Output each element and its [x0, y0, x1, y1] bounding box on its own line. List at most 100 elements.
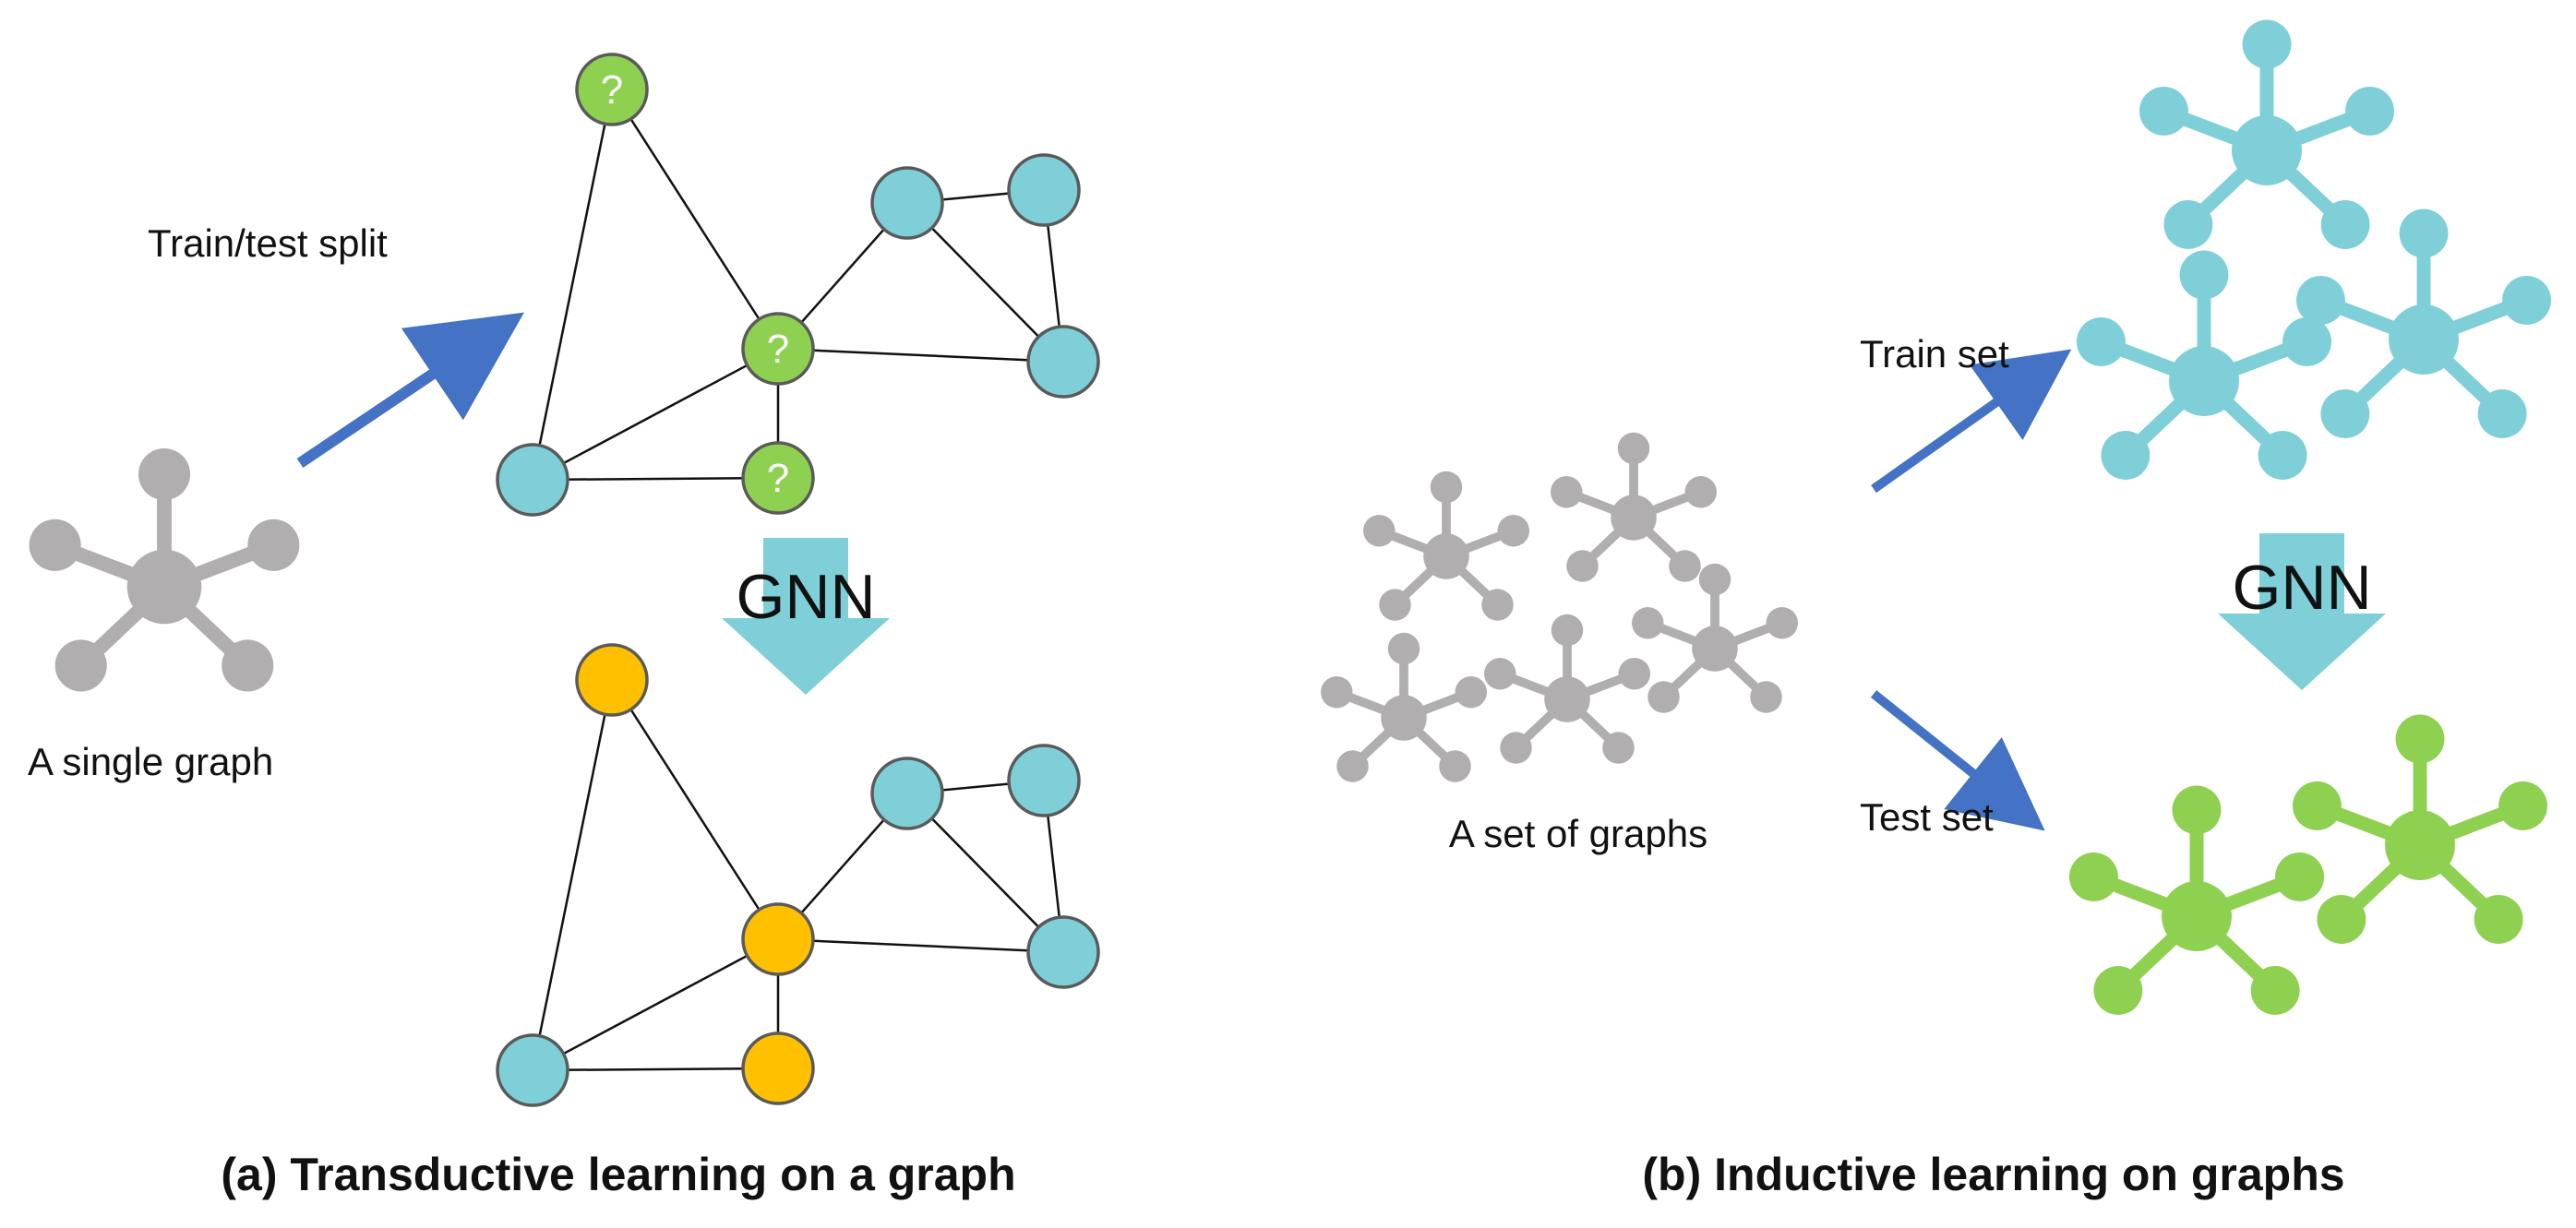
leaf-node	[1500, 732, 1532, 764]
leaf-node	[1618, 658, 1650, 690]
graph-edge	[777, 347, 1064, 364]
gnn-label-b: GNN	[2232, 553, 2371, 623]
leaf-node	[1551, 614, 1584, 647]
caption-b: (b) Inductive learning on graphs	[1642, 1149, 2344, 1200]
test-graph	[2069, 785, 2324, 1015]
test-set-label: Test set	[1860, 795, 1994, 839]
known-node	[870, 166, 944, 240]
hub-node	[1611, 495, 1657, 541]
hub-node	[2389, 304, 2459, 375]
leaf-node	[1497, 515, 1529, 547]
leaf-node	[1551, 476, 1583, 508]
leaf-node	[2077, 317, 2126, 366]
hub-node	[2162, 881, 2232, 951]
predicted-node	[575, 643, 649, 717]
graph-edge	[610, 89, 780, 350]
unknown-node	[741, 441, 815, 515]
test-graph	[2293, 714, 2547, 944]
train-test-split-arrow	[296, 312, 524, 468]
leaf-node	[2258, 431, 2307, 480]
gnn-arrow-a	[722, 538, 890, 695]
hub-node	[2385, 810, 2455, 880]
predicted-node	[741, 902, 815, 976]
leaf-node	[1363, 515, 1396, 547]
leaf-node	[1430, 471, 1463, 504]
gnn-arrow-b	[2218, 533, 2386, 690]
hub-node	[1544, 676, 1590, 722]
leaf-node	[2293, 781, 2342, 830]
graph-edge	[610, 679, 780, 940]
leaf-node	[54, 639, 107, 692]
train-graph	[2077, 250, 2331, 480]
single-graph-label: A single graph	[28, 740, 273, 783]
leaf-node	[2502, 276, 2551, 325]
graph-edge	[906, 793, 1064, 953]
leaf-node	[2139, 87, 2188, 136]
leaf-node	[2275, 852, 2324, 901]
unknown-node	[741, 312, 815, 386]
leaf-node	[2250, 966, 2300, 1015]
gnn-label-a: GNN	[736, 562, 875, 632]
train-set-label: Train set	[1860, 332, 2009, 376]
set-graph	[1551, 432, 1717, 582]
question-mark: ?	[601, 67, 623, 113]
train-graphs	[2077, 19, 2551, 480]
set-graph	[1321, 632, 1487, 782]
leaf-node	[1321, 676, 1353, 709]
leaf-node	[2093, 966, 2143, 1015]
leaf-node	[1484, 658, 1516, 690]
leaf-node	[2320, 389, 2370, 438]
leaf-node	[2498, 781, 2547, 830]
set-graph	[1363, 471, 1529, 621]
question-mark: ?	[767, 456, 789, 501]
hub-node	[2169, 346, 2239, 416]
train-set-arrow	[1871, 349, 2072, 494]
leaf-node	[2345, 87, 2394, 136]
leaf-node	[1632, 607, 1664, 639]
graph-edge	[777, 937, 1064, 954]
hub-node	[1423, 533, 1469, 579]
leaf-node	[1647, 681, 1680, 713]
leaf-node	[2069, 852, 2118, 901]
train-test-split-label: Train/test split	[148, 221, 388, 265]
leaf-node	[2395, 714, 2445, 764]
leaf-node	[2317, 895, 2366, 944]
hub-node	[126, 549, 202, 625]
graph-edge	[531, 89, 614, 481]
leaf-node	[1387, 632, 1420, 665]
leaf-node	[1766, 607, 1798, 639]
leaf-node	[2282, 317, 2331, 366]
leaf-node	[2477, 389, 2527, 438]
set-graph	[1632, 563, 1798, 713]
leaf-node	[2474, 895, 2523, 944]
single-graph	[29, 447, 300, 692]
known-node	[1007, 153, 1081, 227]
graph-edge	[531, 679, 614, 1071]
known-node	[496, 1033, 569, 1107]
leaf-node	[1379, 589, 1411, 621]
known-node	[1007, 744, 1081, 817]
leaf-node	[1336, 750, 1369, 782]
test-graphs	[2069, 714, 2547, 1015]
hub-node	[1381, 695, 1427, 741]
hub-node	[1692, 626, 1738, 672]
graph-edge	[532, 937, 779, 1072]
set-of-graphs-label: A set of graphs	[1449, 812, 1707, 855]
train-graph	[2296, 209, 2551, 438]
leaf-node	[2242, 19, 2292, 69]
caption-a: (a) Transductive learning on a graph	[221, 1149, 1015, 1200]
known-node	[870, 757, 944, 830]
train-graph	[2139, 19, 2394, 249]
leaf-node	[1750, 681, 1782, 713]
graph-set-icon	[1321, 432, 1798, 782]
single-graph-icon	[29, 447, 300, 692]
leaf-node	[1698, 563, 1731, 596]
question-mark: ?	[767, 327, 789, 372]
leaf-node	[2101, 431, 2151, 480]
leaf-node	[1602, 732, 1635, 764]
leaf-node	[222, 639, 274, 692]
input-graph: ???	[496, 53, 1100, 517]
unknown-node	[575, 53, 649, 126]
leaf-node	[2399, 209, 2449, 258]
hub-node	[2232, 115, 2302, 185]
